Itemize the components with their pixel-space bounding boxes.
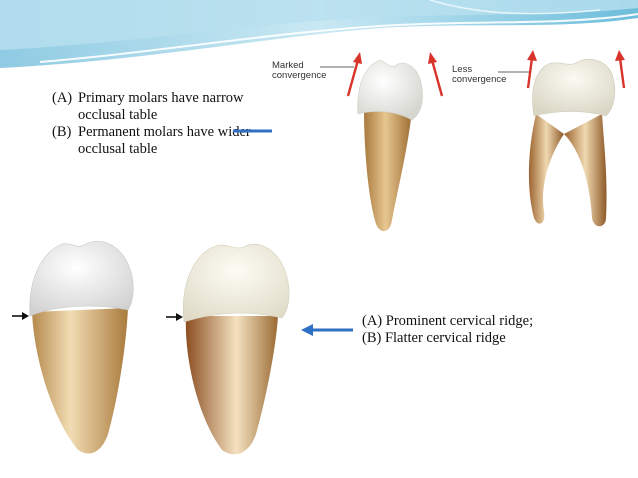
permanent-tooth-crown bbox=[182, 244, 290, 323]
caption-text-b: Permanent molars have wider occlusal tab… bbox=[78, 124, 251, 157]
left-arrow-icon bbox=[301, 324, 353, 336]
convergence-arrow-icon bbox=[346, 52, 362, 97]
marked-label-line1: Marked bbox=[272, 60, 304, 71]
caption-line-b: (B) Permanent molars have wider occlusal… bbox=[52, 124, 252, 158]
primary-tooth-root bbox=[32, 308, 128, 454]
less-label-line1: Less bbox=[452, 64, 473, 75]
caption-text-a: Primary molars have narrow occlusal tabl… bbox=[78, 90, 244, 123]
caption-marker-a: (A) bbox=[52, 90, 73, 106]
caption-marker-b: (B) bbox=[52, 124, 72, 140]
cervical-caption-line-b: (B) Flatter cervical ridge bbox=[362, 330, 506, 346]
less-label-line2: convergence bbox=[452, 74, 507, 85]
permanent-molar-crown bbox=[532, 59, 616, 117]
occlusal-table-caption: (A) Primary molars have narrow occlusal … bbox=[52, 90, 252, 158]
permanent-molar-distal-root bbox=[564, 114, 607, 227]
marked-label-line2: convergence bbox=[272, 70, 327, 81]
marked-convergence-label: Marked convergence bbox=[272, 61, 326, 81]
primary-molar-crown bbox=[357, 59, 423, 121]
cervical-pointer-icon bbox=[12, 312, 29, 320]
convergence-arrow-icon bbox=[526, 50, 537, 89]
permanent-tooth-root bbox=[185, 316, 278, 455]
cervical-caption-line-a: (A) Prominent cervical ridge; bbox=[362, 313, 534, 329]
primary-tooth-crown bbox=[29, 240, 134, 317]
convergence-teeth-illustration bbox=[320, 50, 626, 232]
cervical-ridge-caption: (A) Prominent cervical ridge; (B) Flatte… bbox=[362, 313, 602, 347]
cervical-ridge-teeth-illustration bbox=[12, 240, 290, 455]
convergence-arrow-icon bbox=[428, 52, 444, 97]
less-convergence-label: Less convergence bbox=[452, 65, 506, 85]
cervical-pointer-icon bbox=[166, 313, 183, 321]
convergence-arrow-icon bbox=[615, 50, 626, 89]
header-wave-decoration bbox=[0, 0, 638, 71]
caption-line-a: (A) Primary molars have narrow occlusal … bbox=[52, 90, 252, 124]
permanent-molar-mesial-root bbox=[528, 114, 564, 224]
primary-molar-root bbox=[364, 110, 412, 232]
